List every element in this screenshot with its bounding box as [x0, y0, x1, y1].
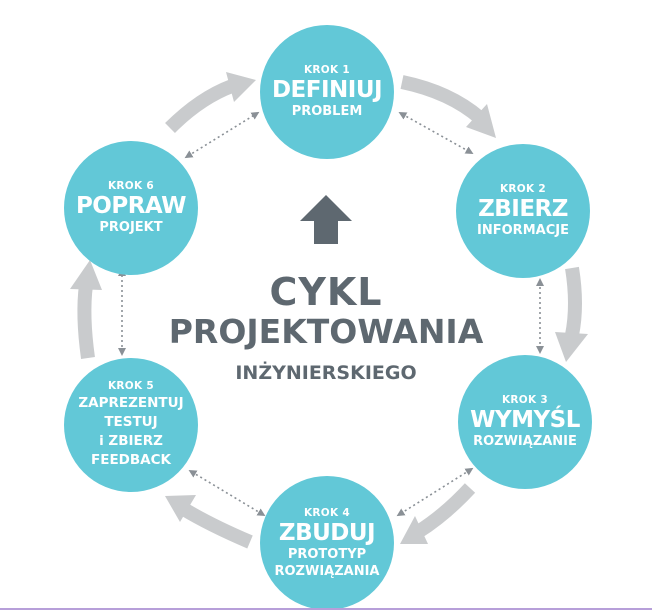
step-2-circle: KROK 2 ZBIERZ INFORMACJE — [456, 144, 590, 278]
step-2-krok: KROK 2 — [499, 183, 547, 195]
dotted-arrow-6-1 — [184, 111, 260, 159]
step-4-circle: KROK 4 ZBUDUJ PROTOTYP ROZWIĄZANIA — [260, 476, 394, 610]
cycle-arrow-6-1 — [165, 72, 256, 133]
cycle-arrow-2-3 — [555, 266, 588, 362]
cycle-arrow-4-5 — [165, 495, 253, 549]
step-5-line-2: TESTUJ — [104, 414, 158, 430]
up-arrow-icon — [300, 195, 352, 244]
dotted-arrow-3-4 — [396, 467, 474, 517]
step-4-line-1: PROTOTYP — [287, 546, 367, 562]
dotted-arrow-4-5 — [188, 469, 266, 517]
step-5-circle: KROK 5 ZAPREZENTUJ TESTUJ i ZBIERZ FEEDB… — [64, 358, 198, 492]
step-1-krok: KROK 1 — [303, 64, 351, 76]
step-5-line-3: i ZBIERZ — [99, 433, 163, 449]
step-5-line-1: ZAPREZENTUJ — [78, 395, 184, 411]
step-1-title: DEFINIUJ — [271, 77, 383, 103]
step-3-line-1: ROZWIĄZANIE — [473, 434, 577, 449]
step-1-circle: KROK 1 DEFINIUJ PROBLEM — [260, 25, 394, 159]
step-5-line-4: FEEDBACK — [91, 452, 171, 468]
step-4-line-2: ROZWIĄZANIA — [274, 563, 380, 579]
bottom-border — [0, 608, 652, 610]
center-title-line-2: PROJEKTOWANIA — [168, 312, 484, 351]
step-2-title: ZBIERZ — [478, 196, 568, 222]
cycle-arrow-3-4 — [400, 483, 476, 544]
step-6-line-1: PROJEKT — [99, 220, 163, 235]
dotted-arrow-1-2 — [398, 112, 474, 154]
step-1-line-1: PROBLEM — [291, 104, 363, 119]
cycle-arrow-5-6 — [70, 260, 102, 359]
step-4-title: ZBUDUJ — [278, 519, 376, 546]
step-6-circle: KROK 6 POPRAW PROJEKT — [64, 141, 198, 275]
step-6-title: POPRAW — [75, 193, 187, 219]
step-3-title: WYMYŚL — [470, 407, 580, 433]
step-3-circle: KROK 3 WYMYŚL ROZWIĄZANIE — [458, 355, 592, 489]
center-title-line-3: INŻYNIERSKIEGO — [235, 362, 417, 384]
step-2-line-1: INFORMACJE — [477, 223, 569, 238]
step-5-krok: KROK 5 — [107, 380, 155, 392]
step-4-krok: KROK 4 — [303, 506, 351, 519]
step-6-krok: KROK 6 — [107, 180, 155, 192]
center-title-line-1: CYKL — [269, 270, 383, 314]
cycle-arrow-1-2 — [400, 75, 496, 138]
step-3-krok: KROK 3 — [501, 394, 549, 406]
